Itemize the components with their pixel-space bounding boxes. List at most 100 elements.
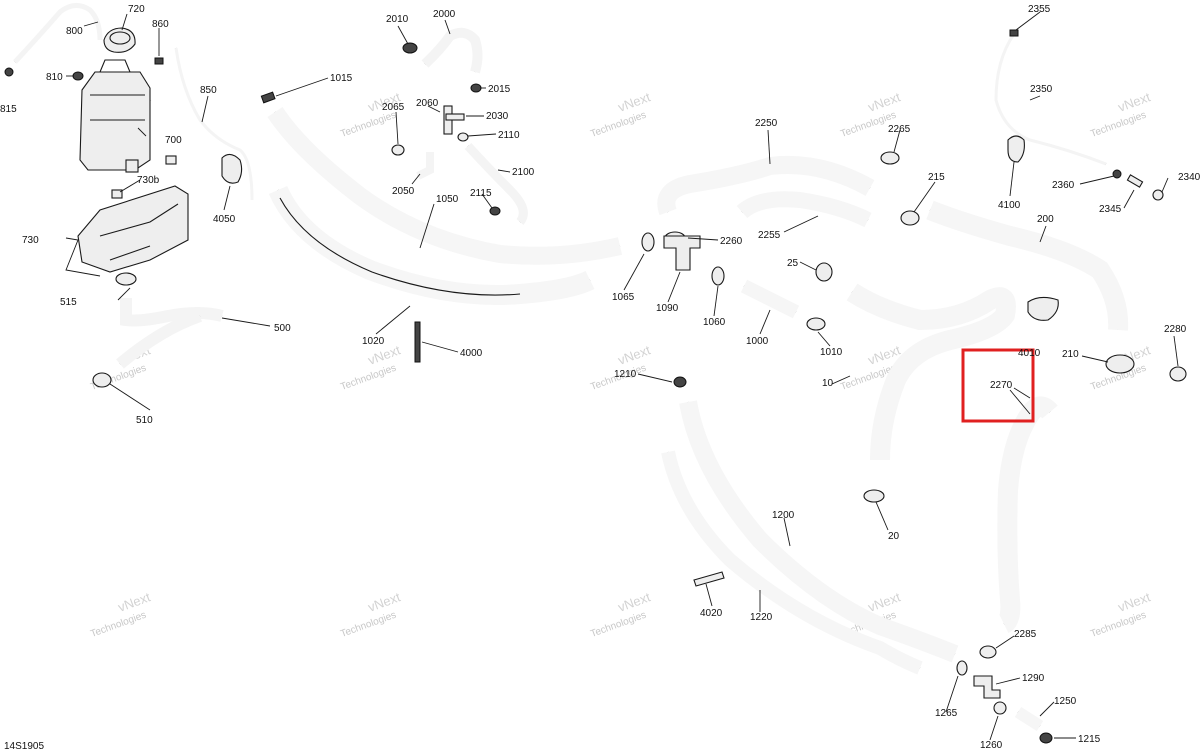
diagram-code: 14S1905 — [4, 741, 45, 752]
hose-1250-fill — [1014, 706, 1044, 732]
clamp-2360 — [1112, 169, 1122, 179]
label-2115: 2115 — [470, 188, 492, 199]
watermark-vnext: vNext — [866, 589, 903, 615]
clip-730b-2 — [165, 155, 177, 165]
watermark-technologies: Technologies — [1089, 610, 1148, 640]
label-500: 500 — [274, 323, 291, 334]
hose-2350-fill — [994, 33, 1107, 166]
watermark-vnext: vNext — [616, 89, 653, 115]
leader-lines — [65, 11, 1179, 741]
label-2350: 2350 — [1030, 84, 1053, 95]
fitting-2345 — [1126, 174, 1144, 188]
strap-4020 — [693, 571, 725, 587]
hose-2100-fill — [464, 142, 528, 225]
callout-labels: 720 860 800 810 815 700 730b 730 515 510… — [0, 4, 1200, 751]
label-2250: 2250 — [755, 118, 778, 129]
clamp-1060 — [711, 266, 725, 286]
label-1290: 1290 — [1022, 673, 1045, 684]
clamp-2110 — [457, 132, 469, 142]
hose-1200-fill — [679, 400, 959, 663]
label-515: 515 — [60, 297, 77, 308]
tee-1290 — [973, 675, 1001, 699]
label-815: 815 — [0, 104, 17, 115]
fitting-2355 — [1009, 29, 1019, 37]
label-2260: 2260 — [720, 236, 743, 247]
bracket-730-detail — [99, 203, 179, 261]
label-2000: 2000 — [433, 9, 456, 20]
hose-2250-fill — [657, 155, 875, 216]
clip-730b — [111, 189, 123, 199]
clamp-215 — [900, 210, 920, 226]
watermarks: vNext Technologies vNext Technologies vN… — [89, 89, 1153, 640]
label-720: 720 — [128, 4, 145, 15]
label-860: 860 — [152, 19, 169, 30]
label-1260: 1260 — [980, 740, 1003, 751]
highlight-box-2270 — [961, 348, 1035, 423]
watermark-vnext: vNext — [1116, 89, 1153, 115]
oring-515 — [115, 272, 137, 286]
label-730b: 730b — [137, 175, 160, 186]
hose-2000-fill — [421, 27, 483, 74]
hose-1020-fill — [268, 185, 595, 305]
watermark-vnext: vNext — [866, 89, 903, 115]
label-1215: 1215 — [1078, 734, 1101, 745]
clamp-2065 — [391, 144, 405, 156]
cap-2340 — [1152, 189, 1164, 201]
label-850: 850 — [200, 85, 217, 96]
parts — [4, 3, 1187, 744]
strap-4010 — [1027, 296, 1059, 321]
hose-1000-fill — [740, 279, 800, 319]
clamp-2115 — [489, 206, 501, 216]
hose-800-fill — [13, 3, 103, 64]
watermark-vnext: vNext — [1116, 589, 1153, 615]
clamp-20 — [863, 489, 885, 503]
label-2280: 2280 — [1164, 324, 1187, 335]
label-1200: 1200 — [772, 510, 795, 521]
label-1090: 1090 — [656, 303, 679, 314]
clamp-2265 — [880, 151, 900, 165]
clamp-510 — [92, 372, 112, 388]
watermark-technologies: Technologies — [339, 610, 398, 640]
clamp-210 — [1105, 354, 1135, 374]
clamp-2010 — [402, 42, 418, 54]
watermark-technologies: Technologies — [589, 610, 648, 640]
label-1265: 1265 — [935, 708, 958, 719]
label-1020: 1020 — [362, 336, 385, 347]
label-2270: 2270 — [990, 380, 1013, 391]
strap-4000 — [414, 321, 421, 363]
label-2060: 2060 — [416, 98, 439, 109]
hose-2050-fill — [416, 152, 434, 180]
label-2010: 2010 — [386, 14, 409, 25]
watermark-technologies: Technologies — [589, 110, 648, 140]
label-2345: 2345 — [1099, 204, 1122, 215]
label-10: 10 — [822, 378, 834, 389]
watermark-technologies: Technologies — [89, 610, 148, 640]
label-2360: 2360 — [1052, 180, 1075, 191]
clamp-25 — [815, 262, 833, 282]
watermark-vnext: vNext — [616, 342, 653, 368]
label-2100: 2100 — [512, 167, 535, 178]
watermark-technologies: Technologies — [339, 363, 398, 393]
fitting-2030 — [445, 113, 465, 121]
label-2110: 2110 — [498, 130, 520, 141]
label-215: 215 — [928, 172, 945, 183]
label-2340: 2340 — [1178, 172, 1200, 183]
reservoir-700-detail — [90, 59, 145, 121]
strap-4050 — [221, 153, 243, 184]
label-1220: 1220 — [750, 612, 773, 623]
label-1210: 1210 — [614, 369, 637, 380]
watermark-technologies: Technologies — [339, 110, 398, 140]
strap-4100 — [1007, 135, 1025, 163]
label-25: 25 — [787, 258, 799, 269]
hose-850-fill — [174, 47, 254, 201]
clamp-1065 — [641, 232, 655, 252]
label-700: 700 — [165, 135, 182, 146]
label-1050: 1050 — [436, 194, 459, 205]
label-2050: 2050 — [392, 186, 415, 197]
hose-1220-fill — [661, 450, 923, 675]
clamp-815 — [4, 67, 14, 77]
clamp-2015 — [470, 83, 482, 93]
cap-720-top — [109, 31, 131, 45]
